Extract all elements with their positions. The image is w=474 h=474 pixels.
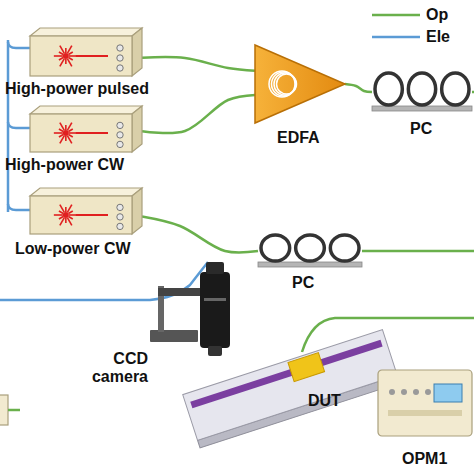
laser-knob: [117, 214, 123, 220]
meter-housing: [378, 370, 472, 436]
laser-knob: [117, 122, 123, 128]
laser-figure: [30, 106, 142, 152]
edfa-figure: [255, 45, 345, 123]
stand-base: [150, 330, 198, 342]
laser-figure: [30, 188, 142, 234]
laser-side: [132, 106, 142, 152]
meter-button: [389, 389, 395, 395]
laser-knob: [117, 204, 123, 210]
fiber: [472, 91, 474, 94]
optical-fiber: [142, 217, 258, 253]
laser-burst: [54, 123, 108, 144]
laser-figure: [30, 28, 142, 76]
laser-source: Low-power CW: [30, 188, 142, 234]
camera-cap: [206, 262, 224, 274]
laser-top: [30, 188, 142, 196]
legend-line-sample: [372, 28, 422, 46]
optical-fiber: [345, 84, 372, 92]
laser-side: [132, 188, 142, 234]
legend-text: Ele: [426, 28, 450, 46]
device-under-test: DUT: [180, 320, 400, 450]
laser-knob: [117, 45, 123, 51]
legend-line-sample: [372, 6, 422, 24]
laser-front: [30, 114, 132, 152]
fiber-paddle: [442, 73, 469, 105]
pc-figure: [372, 72, 472, 112]
meter-button: [425, 389, 431, 395]
node-label: Low-power CW: [15, 240, 131, 258]
legend-item: Op: [372, 6, 472, 24]
electrical-wire: [8, 122, 30, 128]
node-label: PC: [410, 120, 432, 138]
fiber: [8, 409, 20, 412]
fiber-paddle: [261, 235, 290, 261]
stand-arm: [158, 288, 204, 296]
meter-button: [413, 389, 419, 395]
laser-top: [30, 28, 142, 36]
node-label: EDFA: [277, 129, 320, 147]
dut-figure: [180, 320, 400, 450]
camera-lens: [208, 346, 222, 356]
node-label: DUT: [308, 392, 341, 410]
node-label: High-power CW: [5, 156, 124, 174]
meter-button: [401, 389, 407, 395]
laser-knob: [117, 223, 123, 229]
fiber-paddle: [375, 73, 402, 105]
cam-figure: [150, 258, 245, 358]
laser-source: High-power pulsed: [30, 28, 142, 76]
laser-front: [30, 36, 132, 76]
camera-cable: [0, 262, 208, 300]
dut-stage: [183, 330, 400, 448]
fiber-paddle: [408, 73, 435, 105]
laser-knob: [117, 55, 123, 61]
laser-knob: [117, 132, 123, 138]
opm-figure: [378, 370, 472, 436]
fiber: [362, 250, 474, 253]
legend-text: Op: [426, 6, 448, 24]
laser-front: [30, 196, 132, 234]
legend-item: Ele: [372, 28, 472, 46]
meter-screen: [434, 384, 462, 402]
amplifier: EDFA: [255, 45, 345, 123]
polarization-controller: PC: [258, 234, 362, 268]
electrical-wire: [8, 42, 30, 48]
optical-power-meter: OPM1: [378, 370, 472, 436]
fiber-paddle: [330, 235, 359, 261]
laser-knob: [117, 65, 123, 71]
node-label: PC: [292, 274, 314, 292]
laser-top: [30, 106, 142, 114]
electrical-wire: [8, 204, 30, 210]
fiber-paddle: [296, 235, 325, 261]
laser-knob: [117, 141, 123, 147]
node-label: CCD camera: [80, 350, 148, 385]
fiber-coil: [269, 71, 297, 97]
camera-body: [200, 272, 230, 348]
laser-source: High-power CW: [30, 106, 142, 152]
laser-burst: [54, 205, 108, 226]
pc-figure: [258, 234, 362, 268]
optical-fiber: [142, 57, 255, 71]
meter-panel: [388, 410, 462, 416]
laser-burst: [54, 46, 108, 67]
node-label: OPM1: [402, 450, 447, 468]
camera-ring: [204, 298, 226, 301]
laser-side: [132, 28, 142, 76]
amplifier-triangle: [255, 45, 345, 123]
optical-fiber: [142, 95, 255, 133]
ccd-camera: CCD camera: [150, 258, 245, 358]
node-label: High-power pulsed: [5, 80, 149, 98]
polarization-controller: PC: [372, 72, 472, 112]
instrument-box: [0, 395, 8, 425]
